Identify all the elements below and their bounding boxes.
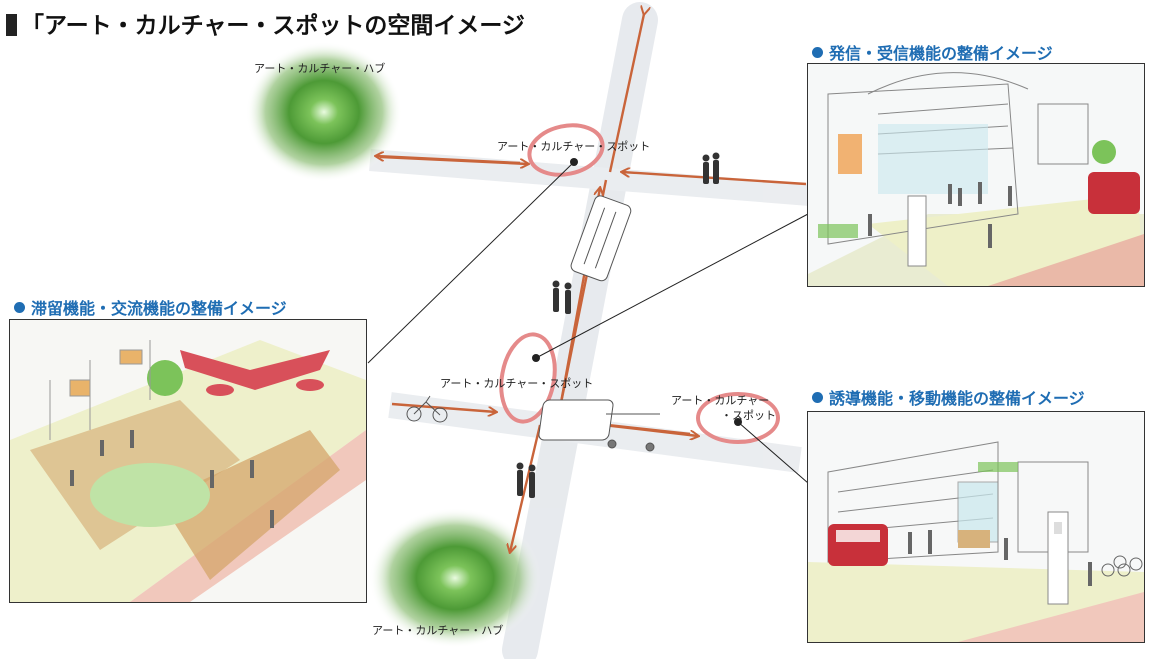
- spot-label-right-line1: アート・カルチャー: [671, 394, 770, 407]
- hub-label-top: アート・カルチャー・ハブ: [254, 62, 386, 75]
- bullet-icon: [812, 392, 823, 403]
- caption-transmit-receive: 発信・受信機能の整備イメージ: [812, 40, 1053, 64]
- hub-glow-bottom: [369, 508, 541, 648]
- caption-stay-exchange: 滞留機能・交流機能の整備イメージ: [14, 295, 287, 319]
- spot-label-top: アート・カルチャー・スポット: [497, 140, 651, 153]
- caption-guide-move: 誘導機能・移動機能の整備イメージ: [812, 385, 1085, 409]
- title-bar-icon: [6, 14, 17, 36]
- hub-glow-top: [246, 42, 402, 182]
- caption-text: 滞留機能・交流機能の整備イメージ: [31, 299, 287, 318]
- illustration-stay-exchange: [9, 319, 367, 603]
- spot-ring-right: [696, 392, 780, 444]
- illustration-guide-move: [807, 411, 1145, 643]
- sketch-public-square: [10, 320, 366, 602]
- spot-ring-top: [527, 123, 605, 177]
- spot-label-right-line2: ・スポット: [721, 409, 776, 422]
- connector-dots: [532, 158, 742, 426]
- spot-ring-center: [499, 332, 557, 424]
- bullet-icon: [812, 47, 823, 58]
- flow-arrows: [376, 14, 807, 552]
- page-title: 「アート・カルチャー・スポットの空間イメージ: [6, 6, 525, 40]
- spot-rings: [499, 123, 780, 444]
- arrow-north: [608, 14, 644, 173]
- connector-lines: [367, 161, 809, 484]
- caption-text: 誘導機能・移動機能の整備イメージ: [829, 389, 1085, 408]
- bullet-icon: [14, 302, 25, 313]
- caption-text: 発信・受信機能の整備イメージ: [829, 44, 1053, 63]
- street-sketches: [406, 152, 720, 498]
- hub-label-bottom: アート・カルチャー・ハブ: [372, 624, 504, 637]
- spot-label-center: アート・カルチャー・スポット: [440, 377, 594, 390]
- sketch-transit-street: [808, 412, 1144, 642]
- page-title-text: 「アート・カルチャー・スポットの空間イメージ: [21, 13, 525, 39]
- sketch-plaza-building: [808, 64, 1144, 286]
- illustration-transmit-receive: [807, 63, 1145, 287]
- arrow-to-hub-bottom: [510, 424, 542, 552]
- bus-icon: [1088, 172, 1140, 214]
- arrow-west-center: [391, 402, 496, 412]
